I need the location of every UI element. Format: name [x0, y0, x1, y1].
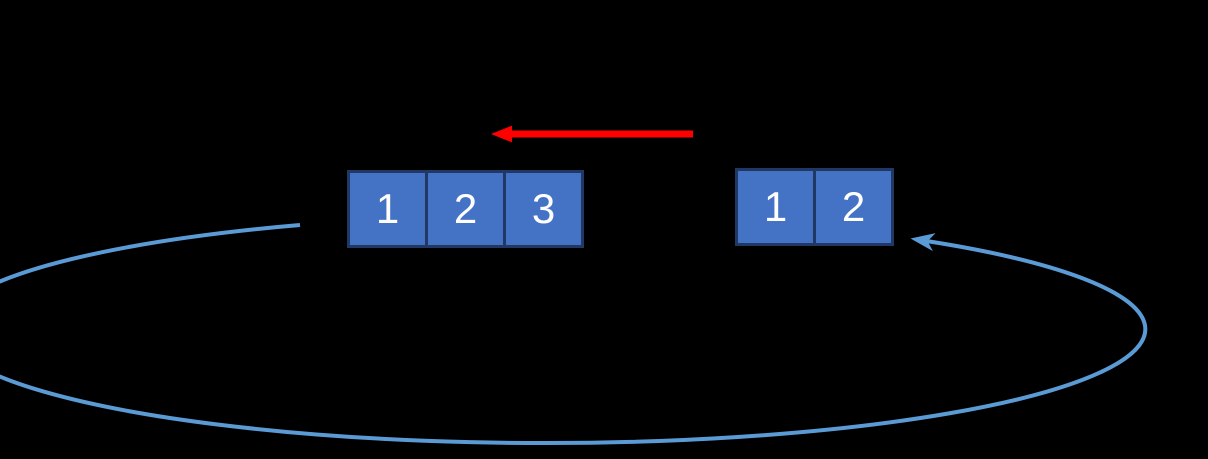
array-cell: 1	[347, 170, 428, 248]
array-cell: 3	[503, 170, 584, 248]
array-cell: 2	[813, 168, 894, 246]
right-array: 1 2	[735, 168, 894, 246]
elliptical-loop-arrow-icon	[0, 223, 1148, 446]
array-cell: 2	[425, 170, 506, 248]
left-array: 1 2 3	[347, 170, 584, 248]
array-cell: 1	[735, 168, 816, 246]
